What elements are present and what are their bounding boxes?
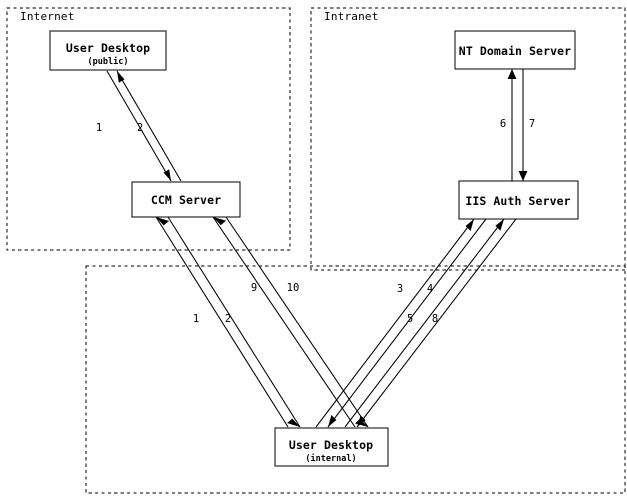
flow-pair-public-ccm: 1 2 <box>96 70 182 182</box>
node-user-desktop-internal[interactable]: User Desktop (internal) <box>274 427 389 467</box>
node-nt-domain-server-box[interactable] <box>454 30 576 70</box>
flow-1-public-step-label: 1 <box>96 122 102 134</box>
node-user-desktop-internal-title: User Desktop <box>289 438 373 452</box>
node-user-desktop-public[interactable]: User Desktop (public) <box>49 30 167 71</box>
flow-9-step-label: 9 <box>251 282 257 294</box>
flow-3-step-label: 3 <box>397 283 403 295</box>
flow-6-arrowhead <box>507 69 517 79</box>
flow-1-public-arrowhead <box>163 169 171 181</box>
flow-1-public <box>106 70 172 182</box>
flow-4 <box>327 218 487 428</box>
node-user-desktop-internal-subtitle: (internal) <box>305 453 356 464</box>
flow-2-internal-arrowhead <box>287 418 300 427</box>
flow-8-arrowhead <box>357 415 366 427</box>
flow-10 <box>225 216 369 428</box>
zone-intranet: Intranet <box>310 7 626 271</box>
flow-9-arrowhead <box>213 217 226 226</box>
flow-10-step-label: 10 <box>287 282 300 294</box>
flow-pair-internal-ccm-910: 9 10 <box>212 216 369 428</box>
flow-1-internal-step-label: 1 <box>193 313 199 325</box>
flow-5-step-label: 5 <box>407 313 413 325</box>
node-user-desktop-public-subtitle: (public) <box>88 56 129 67</box>
flow-6-step-label: 6 <box>500 118 506 130</box>
zone-internet-label: Internet <box>20 10 75 23</box>
flow-pair-iis-nt: 6 7 <box>500 69 535 181</box>
flow-8 <box>356 218 517 428</box>
node-nt-domain-server[interactable]: NT Domain Server <box>454 30 576 70</box>
node-ccm-server-box[interactable] <box>131 181 241 218</box>
zone-internal <box>85 265 626 494</box>
flow-3 <box>315 218 475 428</box>
zone-internet: Internet <box>6 7 291 251</box>
flow-pair-internal-iis-34: 3 4 <box>315 218 487 428</box>
flow-7-arrowhead <box>518 171 528 181</box>
flow-2-public-step-label: 2 <box>137 122 143 134</box>
flow-4-arrowhead <box>328 415 337 427</box>
flow-pair-internal-ccm-12: 1 2 <box>155 216 301 428</box>
node-iis-auth-server[interactable]: IIS Auth Server <box>458 180 579 220</box>
flow-2-internal <box>167 216 301 428</box>
flow-7-step-label: 7 <box>529 118 535 130</box>
flow-6 <box>507 69 517 181</box>
node-user-desktop-public-title: User Desktop <box>66 41 150 55</box>
flow-2-public <box>116 70 182 182</box>
flow-4-step-label: 4 <box>427 283 433 295</box>
flow-1-internal <box>155 216 289 428</box>
node-nt-domain-server-title: NT Domain Server <box>459 44 571 58</box>
flow-9 <box>212 216 356 428</box>
zone-intranet-label: Intranet <box>324 10 379 23</box>
flow-7 <box>518 69 528 181</box>
zone-intranet-border <box>310 7 626 271</box>
node-ccm-server-title: CCM Server <box>151 193 221 207</box>
flow-5-arrowhead <box>495 219 504 231</box>
flow-3-arrowhead <box>465 219 474 231</box>
zone-internal-border <box>85 265 626 494</box>
flow-2-internal-step-label: 2 <box>225 313 231 325</box>
node-iis-auth-server-title: IIS Auth Server <box>465 194 570 208</box>
node-iis-auth-server-box[interactable] <box>458 180 579 220</box>
flow-2-public-arrowhead <box>117 71 125 83</box>
flow-5 <box>344 218 505 428</box>
node-ccm-server[interactable]: CCM Server <box>131 181 241 218</box>
flow-pair-internal-iis-58: 5 8 <box>344 218 517 428</box>
node-user-desktop-internal-box[interactable] <box>274 427 389 467</box>
node-user-desktop-public-box[interactable] <box>49 30 167 71</box>
zone-internet-border <box>6 7 291 251</box>
flow-8-step-label: 8 <box>432 313 438 325</box>
flow-1-internal-arrowhead <box>156 217 169 226</box>
